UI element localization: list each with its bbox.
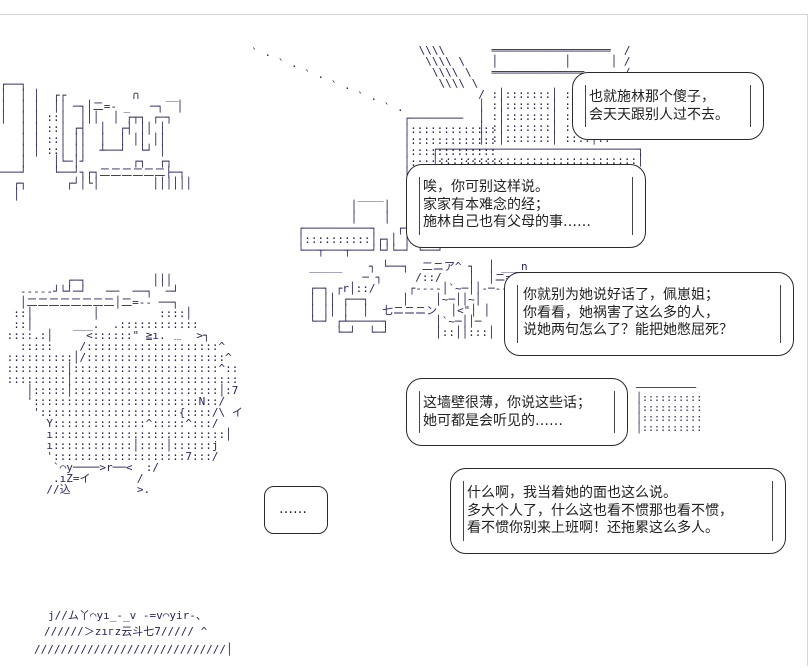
small-bubble-ellipsis: …… <box>279 501 307 517</box>
small-bubble-text: …… <box>279 501 307 519</box>
bubble-5-line-2: 多大个人了，什么这也看不惯那也看不惯， <box>467 502 733 519</box>
speech-bubble-2: 唉，你可别这样说。 家家有本难念的经； 施林自己也有父母的事…… <box>406 164 646 248</box>
speech-bubble-1: 也就施林那个傻子， 会天天跟别人过不去。 <box>572 72 764 140</box>
bubble-1-text: 也就施林那个傻子， 会天天跟别人过不去。 <box>589 89 729 124</box>
bubble-1-line-2: 会天天跟别人过不去。 <box>589 106 729 123</box>
canvas-frame <box>0 14 808 666</box>
bubble-2-line-3: 施林自己也有父母的事…… <box>423 214 591 230</box>
bubble-1-rule-left <box>585 85 586 127</box>
bubble-4-line-1: 这墙壁很薄，你说这些话； <box>423 395 591 411</box>
bubble-2-line-1: 唉，你可别这样说。 <box>423 179 549 195</box>
bubble-3-text: 你就别为她说好话了，佩崽姐； 你看看，她祸害了这么多的人， 说她两句怎么了？能把… <box>523 287 733 340</box>
bubble-4-text: 这墙壁很薄，你说这些话； 她可都是会听见的…… <box>423 395 591 430</box>
bubble-2-rule-left <box>419 177 420 235</box>
bubble-5-text: 什么啊，我当着她的面也这么说。 多大个人了，什么这也看不惯那也看不惯， 看不惯你… <box>467 485 733 538</box>
speech-bubble-small: …… <box>264 486 328 534</box>
bubble-1-line-1: 也就施林那个傻子， <box>589 89 715 105</box>
bubble-2-text: 唉，你可别这样说。 家家有本难念的经； 施林自己也有父母的事…… <box>423 179 591 232</box>
bubble-4-rule-right <box>614 391 615 433</box>
bubble-2-line-2: 家家有本难念的经； <box>423 196 549 213</box>
bubble-3-line-3: 说她两句怎么了？能把她憋屈死？ <box>523 322 733 338</box>
speech-bubble-4: 这墙壁很薄，你说这些话； 她可都是会听见的…… <box>406 378 628 446</box>
bubble-3-rule-right <box>780 285 781 343</box>
bubble-3-rule-left <box>517 285 518 343</box>
bubble-2-rule-right <box>632 177 633 235</box>
bubble-5-rule-left <box>463 481 464 541</box>
bubble-1-rule-right <box>750 85 751 127</box>
bubble-5-line-1: 什么啊，我当着她的面也这么说。 <box>467 485 677 501</box>
bubble-5-line-3: 看不惯你别来上班啊！还拖累这么多人。 <box>467 520 719 536</box>
bubble-4-line-2: 她可都是会听见的…… <box>423 412 563 429</box>
bubble-5-rule-right <box>772 481 773 541</box>
bubble-3-line-1: 你就别为她说好话了，佩崽姐； <box>523 287 719 303</box>
ascii-art-right-block: ────────── │:::::::::: │:::::::::: │::::… <box>636 383 703 434</box>
bubble-4-rule-left <box>419 391 420 433</box>
bubble-3-line-2: 你看看，她祸害了这么多的人， <box>523 304 719 321</box>
speech-bubble-5: 什么啊，我当着她的面也这么说。 多大个人了，什么这也看不惯那也看不惯， 看不惯你… <box>450 468 786 554</box>
speech-bubble-3: 你就别为她说好话了，佩崽姐； 你看看，她祸害了这么多的人， 说她两句怎么了？能把… <box>504 272 794 356</box>
